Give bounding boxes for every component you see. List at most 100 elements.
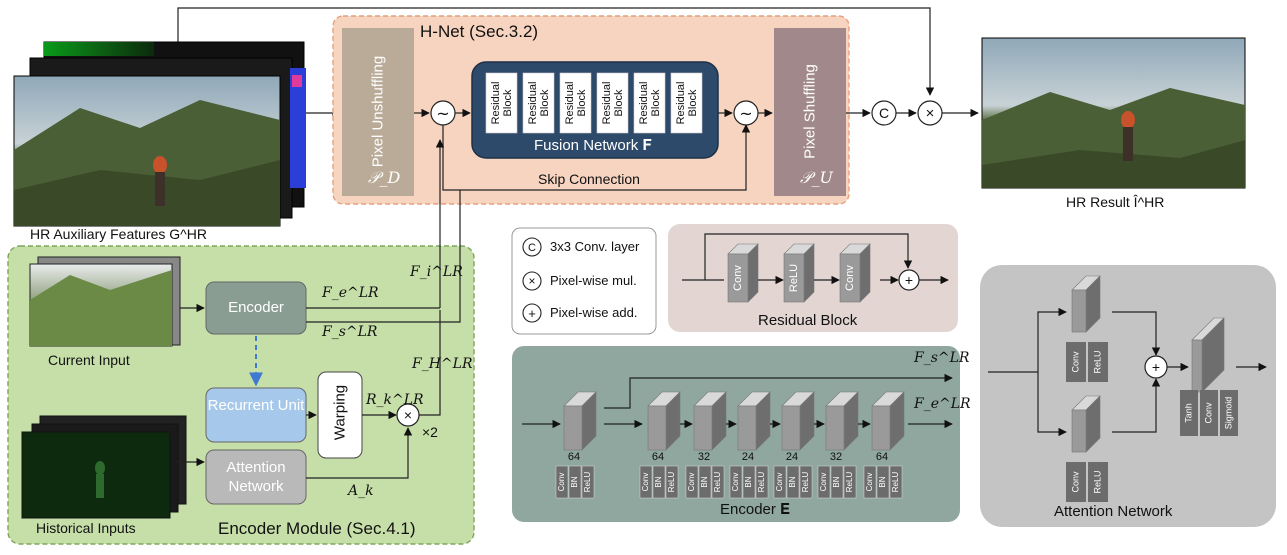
encoder-layer-7 — [871, 391, 905, 451]
attention-network-box — [205, 449, 307, 505]
historical-input-image — [21, 415, 187, 519]
attention-branch-layer-label: Conv — [1070, 471, 1080, 493]
encoder-sublayer-label: ReLU — [583, 472, 592, 493]
encoder-channel-label: 24 — [786, 451, 798, 463]
ak-line — [306, 427, 413, 479]
attention-final-layer-label: Sigmoid — [1223, 397, 1233, 430]
encoder-fe-out: F_e^LR — [914, 396, 971, 412]
residual-block-word-1: Residual — [675, 82, 687, 125]
historical-inputs-label: Historical Inputs — [36, 520, 136, 536]
residual-layer-label: ReLU — [788, 264, 800, 292]
fs-label: F_s^LR — [322, 324, 378, 340]
fh-line — [419, 310, 441, 416]
encoder-sublayers-3: Conv BN ReLU — [685, 465, 725, 499]
encoder-sublayer-label: ReLU — [801, 472, 810, 493]
attention-final-layers: Tanh Conv Sigmoid — [1180, 390, 1238, 436]
residual-block-word-2: Block — [502, 89, 514, 116]
fe-label: F_e^LR — [322, 285, 379, 301]
encoder-layer-3 — [693, 391, 727, 451]
residual-block-word-2: Block — [687, 89, 699, 116]
residual-block-word-1: Residual — [601, 82, 613, 125]
encoder-title: Encoder 𝐄 — [720, 501, 791, 518]
encoder-sublayer-label: Conv — [687, 473, 696, 492]
attention-branch-cube-1 — [1071, 275, 1101, 333]
ak-label: A_k — [348, 483, 374, 499]
svg-text:+: + — [1152, 359, 1160, 375]
attention-final-layer-label: Conv — [1203, 402, 1213, 424]
legend-add-symbol: + — [528, 306, 536, 321]
svg-text:~: ~ — [739, 104, 752, 123]
legend-mul-label: Pixel-wise mul. — [550, 273, 637, 288]
rk-label: R_k^LR — [366, 392, 424, 408]
current-input-image — [29, 256, 181, 347]
encoder-layer-2 — [647, 391, 681, 451]
residual-block-word-2: Block — [576, 89, 588, 116]
encoder-sublayer-label: ReLU — [713, 472, 722, 493]
residual-layer-label: Conv — [732, 265, 744, 291]
residual-block-word-1: Residual — [490, 82, 502, 125]
current-input-label: Current Input — [48, 352, 130, 368]
encoder-sublayer-label: BN — [700, 476, 709, 487]
legend-conv-symbol: C — [528, 242, 536, 254]
residual-block-word-2: Block — [539, 89, 551, 116]
residual-layer-conv: Conv — [727, 243, 759, 303]
encoder-sublayer-label: Conv — [731, 473, 740, 492]
hr-result-image — [981, 37, 1246, 189]
hr-aux-label: HR Auxiliary Features G^HR — [30, 226, 207, 242]
svg-text:~: ~ — [436, 104, 449, 123]
fusion-network-label: Fusion Network 𝐅 — [534, 137, 652, 154]
encoder-sublayer-label: BN — [654, 476, 663, 487]
skip-connection-line — [442, 124, 751, 191]
residual-block-word-1: Residual — [564, 82, 576, 125]
encoder-layer-1 — [563, 391, 597, 451]
encoder-module-title: Encoder Module (Sec.4.1) — [218, 519, 416, 538]
pixel-shuffling-label: Pixel Shuffling — [801, 64, 819, 159]
pu-label: 𝒫_U — [800, 168, 834, 187]
residual-block-title: Residual Block — [758, 312, 858, 329]
legend-box — [511, 227, 657, 335]
hr-result-label: HR Result Î^HR — [1066, 194, 1165, 210]
encoder-sublayer-label: ReLU — [757, 472, 766, 493]
attention-final-layer-label: Tanh — [1183, 403, 1193, 423]
residual-block-layers: Conv ReLU Conv — [727, 243, 871, 303]
attention-title: Attention Network — [1054, 503, 1173, 520]
residual-block-word-1: Residual — [527, 82, 539, 125]
encoder-sublayer-label: Conv — [865, 473, 874, 492]
attention-branch-cube-2 — [1071, 395, 1101, 453]
mul-node-output-symbol: × — [926, 105, 935, 122]
top-skip-line — [177, 7, 935, 96]
residual-block-word-2: Block — [650, 89, 662, 116]
residual-layer-label: Conv — [844, 265, 856, 291]
attention-final-cube — [1191, 317, 1225, 393]
residual-layer-conv: Conv — [839, 243, 871, 303]
encoder-sublayer-label: BN — [832, 476, 841, 487]
legend-conv-label: 3x3 Conv. layer — [550, 239, 640, 254]
attention-branch-layer-label: ReLU — [1092, 350, 1102, 373]
encoder-sublayer-label: BN — [878, 476, 887, 487]
encoder-layer-6 — [825, 391, 859, 451]
encoder-sublayer-label: BN — [788, 476, 797, 487]
fi-label: F_i^LR — [410, 264, 463, 280]
encoder-sublayer-label: ReLU — [845, 472, 854, 493]
encoder-channel-label: 32 — [830, 451, 842, 463]
warping-label: Warping — [331, 384, 349, 441]
hr-aux-stack — [13, 41, 306, 227]
pixel-unshuffling-label: Pixel Unshuffling — [369, 55, 387, 168]
svg-text:+: + — [905, 272, 913, 288]
recurrent-unit-label: Recurrent Unit — [207, 397, 305, 414]
hnet-title: H-Net (Sec.3.2) — [420, 22, 539, 41]
